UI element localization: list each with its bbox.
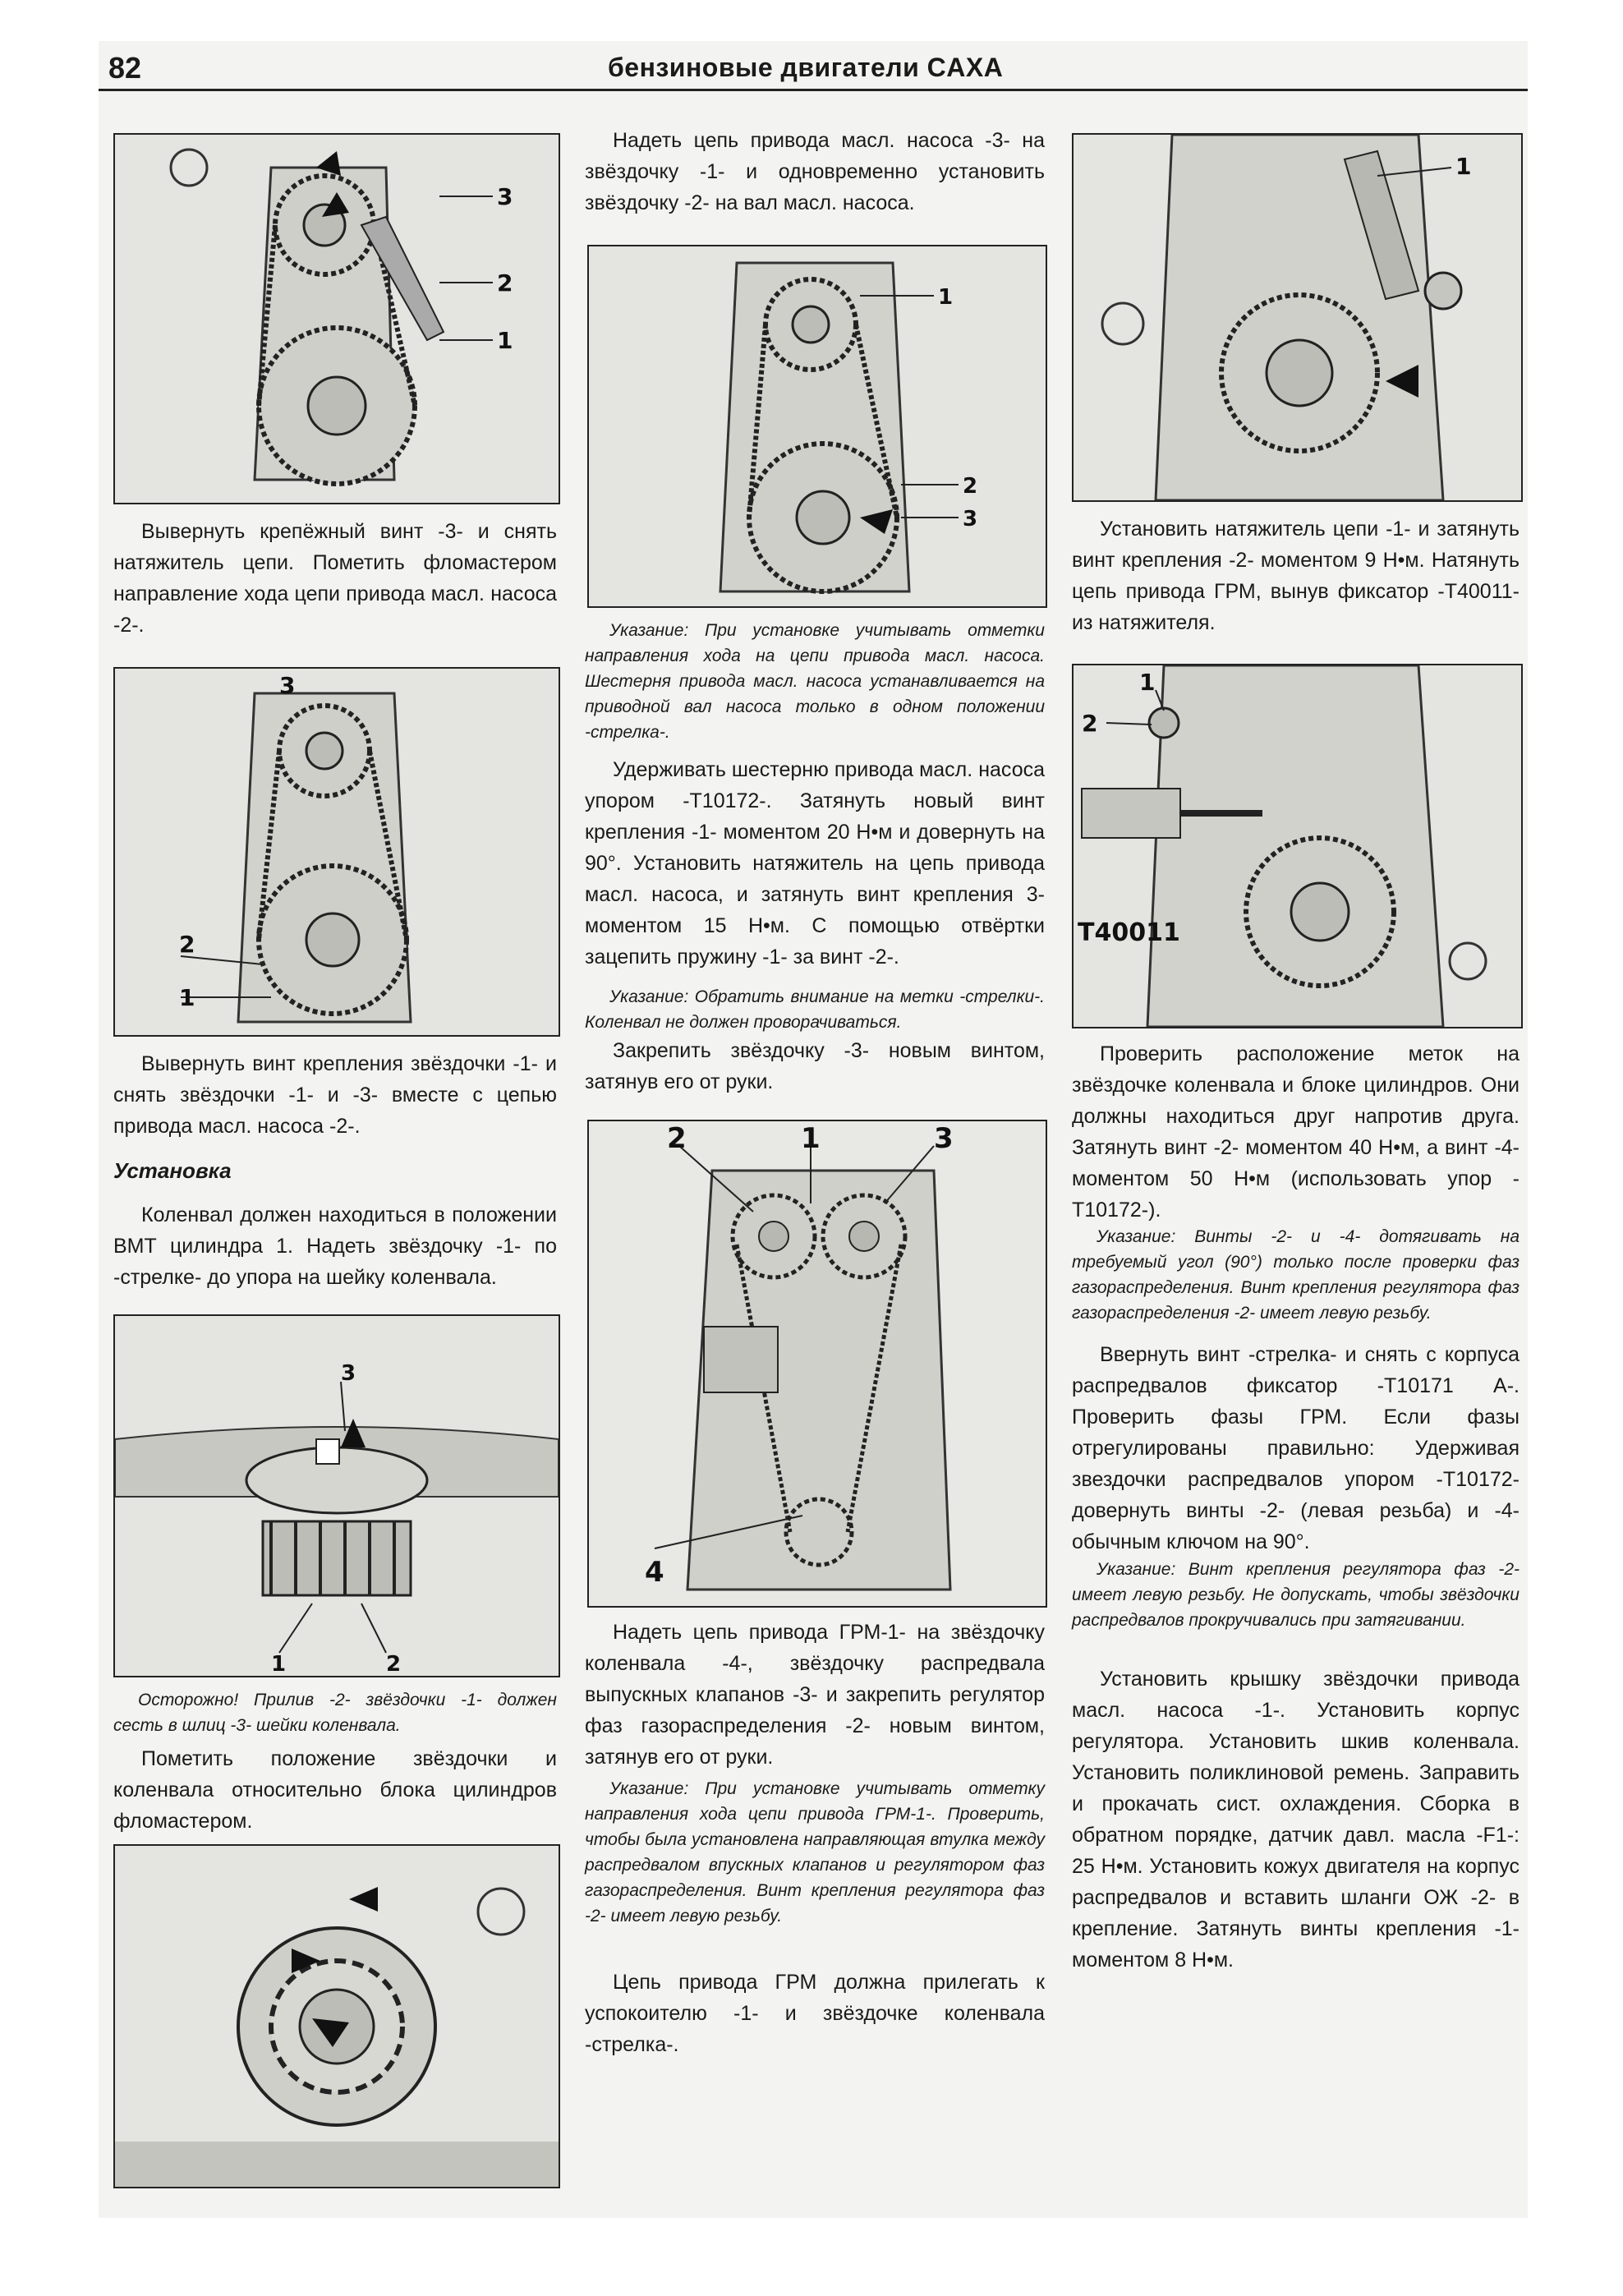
col3-note-1: Указание: Винты -2- и -4- дотягивать на … <box>1072 1227 1520 1323</box>
fig1-label-1: 1 <box>497 327 513 354</box>
chain-tensioner-install-drawing: 1 <box>1074 135 1521 500</box>
figure-tensioner-pin-t40011: 1 2 T40011 <box>1072 664 1523 1028</box>
sprocket-alignment-drawing <box>115 1846 559 2187</box>
col1-paragraph-2: Вывернуть винт крепления звёздочки -1- и… <box>113 1052 557 1138</box>
crankshaft-sprocket-drawing: 3 1 2 <box>115 1316 559 1676</box>
fig5-label-1: 1 <box>938 285 953 310</box>
col3-paragraph-2: Проверить расположение меток на звёздочк… <box>1072 1042 1520 1222</box>
page-number: 82 <box>108 51 142 85</box>
col2-note-1: Указание: При установке учитывать отметк… <box>585 621 1045 742</box>
running-title: бензиновые двигатели CAXA <box>608 53 1004 82</box>
timing-chain-overview-drawing: 2 1 3 4 <box>589 1121 1046 1606</box>
fig2-label-3: 3 <box>279 672 295 699</box>
fig6-label-1: 1 <box>801 1122 821 1155</box>
col1-paragraph-1: Вывернуть крепёжный винт -3- и снять нат… <box>113 520 557 637</box>
figure-timing-chain-overview: 2 1 3 4 <box>587 1120 1047 1608</box>
fig1-label-3: 3 <box>497 183 513 210</box>
fig5-label-3: 3 <box>963 507 977 531</box>
col2-paragraph-1: Надеть цепь привода масл. насоса -3- на … <box>585 129 1045 214</box>
col2-paragraph-4: Надеть цепь привода ГРМ-1- на звёздочку … <box>585 1621 1045 1769</box>
fig5-label-2: 2 <box>963 474 977 499</box>
figure-crankshaft-sprocket: 3 1 2 <box>113 1314 560 1677</box>
figure-chain-tensioner-install: 1 <box>1072 133 1523 502</box>
col3-paragraph-1: Установить натяжитель цепи -1- и затянут… <box>1072 518 1520 634</box>
oil-pump-sprockets-drawing: 3 2 1 <box>115 669 559 1035</box>
col2-paragraph-2: Удерживать шестерню привода масл. насоса… <box>585 758 1045 969</box>
col2-paragraph-5: Цепь привода ГРМ должна прилегать к успо… <box>585 1971 1045 2056</box>
fig6-label-3: 3 <box>934 1122 954 1155</box>
fig3-label-2: 2 <box>386 1652 401 1676</box>
col3-paragraph-4: Установить крышку звёздочки привода масл… <box>1072 1668 1520 1972</box>
figure-oil-pump-sprockets: 3 2 1 <box>113 667 560 1037</box>
col3-paragraph-3: Ввернуть винт -стрелка- и снять с корпус… <box>1072 1343 1520 1553</box>
page-header: 82 бензиновые двигатели CAXA <box>99 48 1528 91</box>
col2-note-3: Указание: При установке учитывать отметк… <box>585 1779 1045 1926</box>
figure-oil-pump-chain-tensioner: 3 2 1 <box>113 133 560 504</box>
col1-note-1: Осторожно! Прилив -2- звёздочки -1- долж… <box>113 1691 557 1735</box>
col1-paragraph-4: Пометить положение звёздочки и коленвала… <box>113 1747 557 1833</box>
fig7-label-1: 1 <box>1455 153 1471 180</box>
fig3-label-3: 3 <box>341 1361 356 1386</box>
fig3-label-1: 1 <box>271 1652 286 1676</box>
fig6-label-4: 4 <box>645 1556 664 1589</box>
oil-pump-chain-drawing: 3 2 1 <box>115 135 559 503</box>
fig8-label-t40011: T40011 <box>1078 918 1180 947</box>
fig1-label-2: 2 <box>497 269 513 297</box>
oil-pump-chain-install-drawing: 1 2 3 <box>589 246 1046 606</box>
col3-note-2: Указание: Винт крепления регулятора фаз … <box>1072 1560 1520 1630</box>
col2-paragraph-3: Закрепить звёздочку -3- новым винтом, за… <box>585 1039 1045 1093</box>
fig8-label-2: 2 <box>1082 710 1097 737</box>
fig8-label-1: 1 <box>1139 669 1155 696</box>
col2-note-2: Указание: Обратить внимание на метки -ст… <box>585 987 1045 1032</box>
section-heading-installation: Установка <box>113 1158 232 1183</box>
figure-oil-pump-chain-install: 1 2 3 <box>587 245 1047 608</box>
tensioner-pin-drawing: 1 2 T40011 <box>1074 665 1521 1027</box>
fig2-label-2: 2 <box>179 931 195 958</box>
fig6-label-2: 2 <box>667 1122 687 1155</box>
figure-sprocket-alignment-marks <box>113 1844 560 2188</box>
col1-paragraph-3: Коленвал должен находиться в положении В… <box>113 1203 557 1289</box>
fig2-label-1: 1 <box>179 984 195 1011</box>
